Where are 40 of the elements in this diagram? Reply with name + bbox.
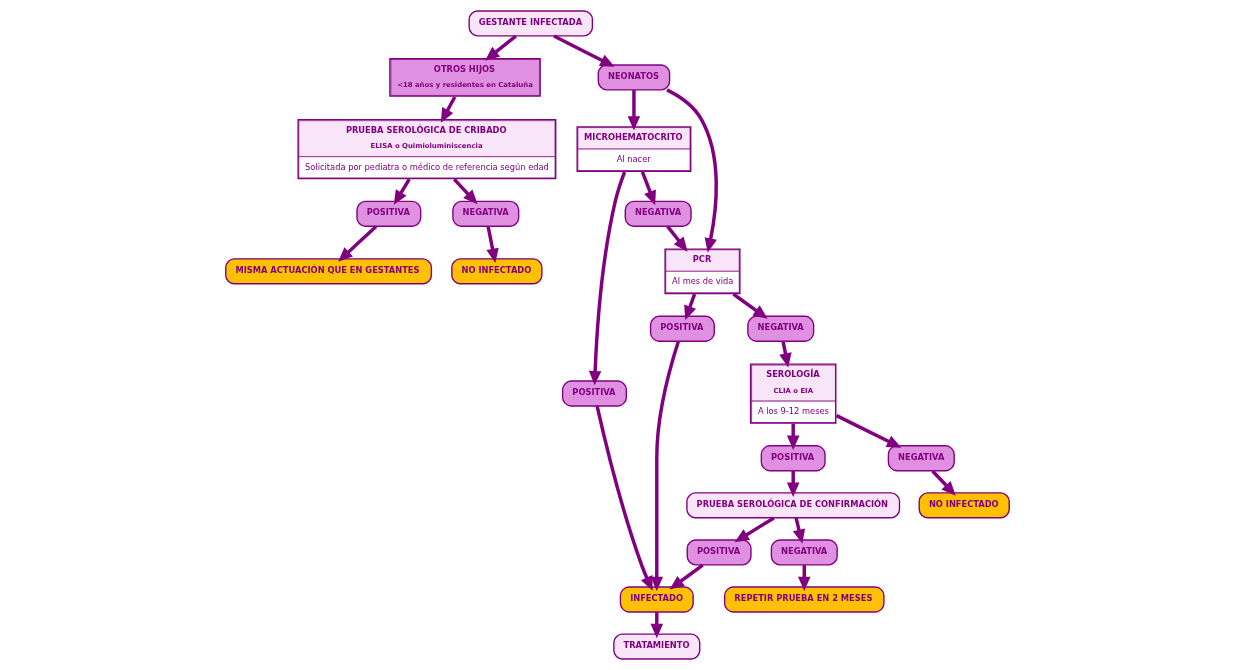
arrow (484, 34, 517, 61)
arrow (640, 171, 656, 206)
arrow (731, 292, 768, 319)
arrow (393, 178, 411, 205)
arrow (650, 340, 680, 592)
node-box: NEGATIVA (770, 539, 838, 566)
node-box: NEGATIVA (451, 200, 519, 227)
node-box: GESTANTE INFECTADA (467, 10, 593, 37)
node-box: REPETIR PRUEBA EN 2 MESES (723, 586, 885, 613)
node-box: NEGATIVA (624, 200, 692, 227)
arrow (835, 414, 901, 448)
arrow (665, 225, 688, 252)
node-box: NEONATOS (597, 64, 670, 91)
node-box: TRATAMIENTO (612, 633, 700, 660)
arrow (665, 88, 718, 253)
arrow (734, 516, 775, 543)
node-box: POSITIVA (686, 539, 752, 566)
arrow (485, 226, 499, 263)
arrow (786, 423, 799, 450)
node-box: NO INFECTADO (918, 492, 1010, 519)
arrow (452, 178, 478, 205)
arrow (650, 612, 663, 639)
node-box: MISMA ACTUACIÓN QUE EN GESTANTES (224, 258, 432, 285)
arrow (594, 405, 653, 591)
node-box: POSITIVA (561, 380, 627, 407)
node-box: NEGATIVA (746, 315, 814, 342)
node-box: INFECTADO (619, 586, 694, 613)
node-box: POSITIVA (649, 315, 715, 342)
arrow (930, 469, 956, 496)
node-box: POSITIVA (760, 445, 826, 472)
arrow (669, 563, 704, 590)
node-box: NO INFECTADO (450, 258, 543, 285)
arrow (786, 470, 799, 497)
arrow (552, 34, 615, 67)
arrow (627, 90, 640, 131)
node-box: POSITIVA (355, 200, 421, 227)
arrow (588, 171, 626, 386)
arrow (337, 225, 377, 262)
node-box: PRUEBA SEROLÓGICA DE CONFIRMACIÓN (685, 492, 900, 519)
node-box: NEGATIVA (887, 445, 955, 472)
